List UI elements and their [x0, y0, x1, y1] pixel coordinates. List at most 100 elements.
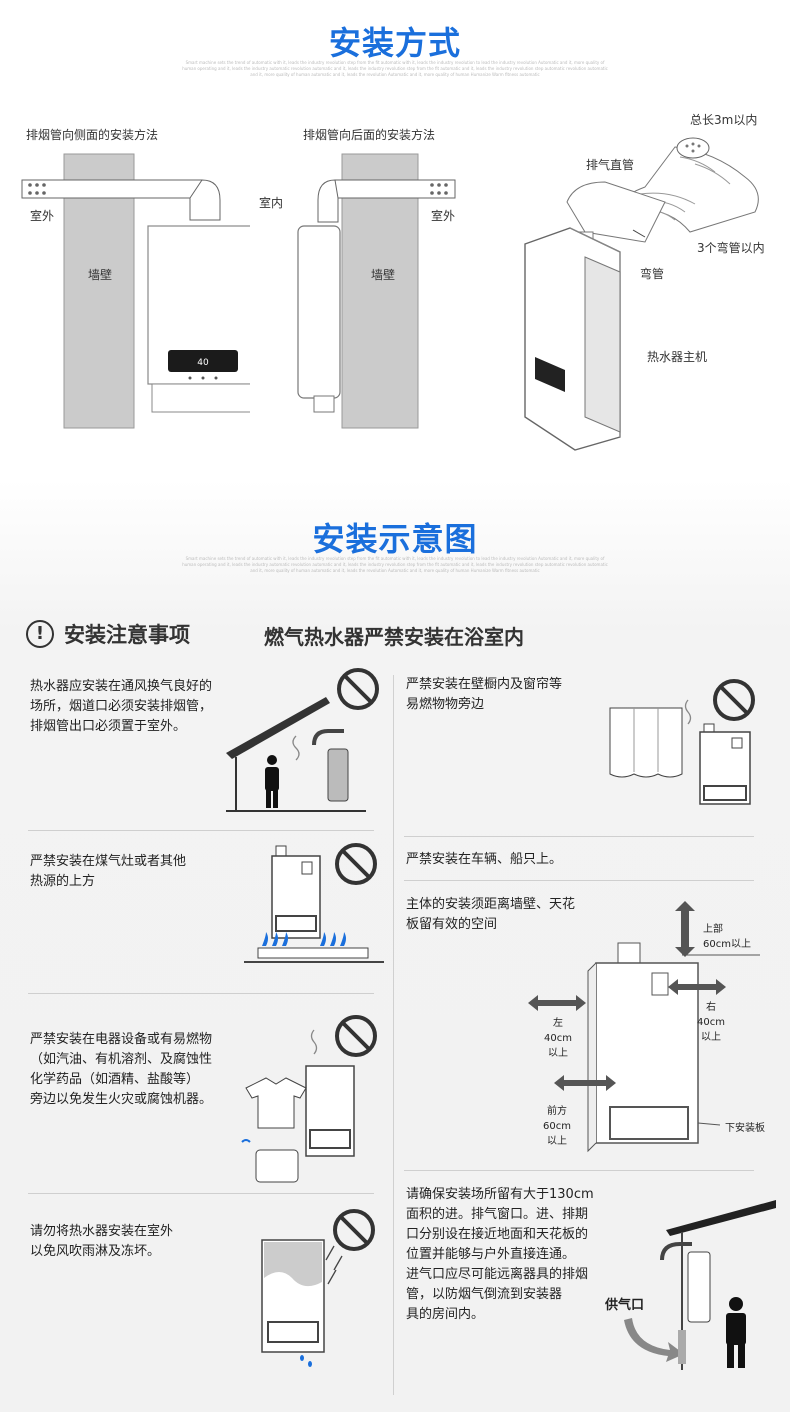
divider — [28, 993, 374, 994]
elbow-label: 弯管 — [640, 267, 665, 281]
arrow-front-icon — [554, 1075, 616, 1091]
outdoor-label-left: 室外 — [30, 209, 55, 223]
illustration-closet — [609, 679, 755, 805]
person-icon — [729, 1297, 743, 1311]
back-method-title: 排烟管向后面的安装方法 — [303, 128, 436, 142]
bottle-icon — [255, 1149, 299, 1183]
note-line: （如汽油、有机溶剂、及腐蚀性 — [30, 1052, 213, 1067]
note-line: 严禁安装在壁橱内及窗帘等 — [406, 677, 563, 692]
label-line: 以上 — [547, 1136, 567, 1147]
heater-icon — [327, 748, 349, 802]
heater-display — [168, 350, 238, 372]
caution-icon: ! — [26, 620, 54, 648]
note-outdoor: 请勿将热水器安装在室外 以免风吹雨淋及冻坏。 — [30, 1222, 173, 1262]
divider — [404, 880, 754, 881]
clearance-front-label: 前方 60cm 以上 — [540, 1104, 574, 1149]
bathroom-warning: 燃气热水器严禁安装在浴室内 — [264, 625, 524, 649]
divider — [28, 830, 374, 831]
divider — [28, 1193, 374, 1194]
wall-label-left: 墙壁 — [88, 268, 113, 282]
back-installation-diagram — [297, 153, 456, 429]
water-heater-side — [297, 225, 341, 399]
curtain-icon — [609, 707, 683, 778]
divider — [404, 836, 754, 837]
divider — [404, 1170, 754, 1171]
note-line: 管，以防烟气倒流到安装器 — [406, 1287, 563, 1302]
note-line: 面积的进。排气窗口。进、排期 — [406, 1207, 589, 1222]
note-flammable: 严禁安装在电器设备或有易燃物 （如汽油、有机溶剂、及腐蚀性 化学药品（如酒精、盐… — [30, 1030, 212, 1110]
prohibit-icon — [337, 668, 379, 710]
exhaust-pipe-label: 排气直管 — [586, 158, 635, 172]
section-title-installation-method: 安装方式 — [328, 24, 461, 62]
side-installation-diagram: 40 — [21, 153, 250, 429]
total-length-label: 总长3m以内 — [690, 113, 758, 127]
pipe-outlet — [676, 137, 710, 159]
prohibit-icon — [335, 1015, 377, 1057]
note-ventilation: 热水器应安装在通风换气良好的 场所，烟道口必须安装排烟管， 排烟管出口必须置于室… — [30, 677, 212, 737]
note-stove: 严禁安装在煤气灶或者其他 热源的上方 — [30, 852, 186, 892]
prohibit-icon — [333, 1209, 375, 1251]
air-supply-label: 供气口 — [605, 1298, 645, 1313]
note-line: 口分别设在接近地面和天花板的 — [406, 1227, 589, 1242]
note-line: 化学药品（如酒精、盐酸等） — [30, 1072, 200, 1087]
side-method-title: 排烟管向侧面的安装方法 — [26, 128, 159, 142]
decorative-fine-text: Smart machine sets the trend of automati… — [182, 60, 608, 77]
elbow-pipe — [189, 179, 221, 221]
note-line: 板留有效的空间 — [406, 917, 498, 932]
arrow-right-icon — [668, 979, 726, 995]
elbow-count-label: 3个弯管以内 — [697, 241, 765, 255]
label-line: 前方 — [547, 1106, 567, 1117]
illustration-air-supply — [624, 1200, 776, 1370]
clearance-right-label: 右 40cm 以上 — [694, 1000, 728, 1045]
illustration-outdoor — [261, 1209, 375, 1367]
label-line: 40cm — [697, 1017, 725, 1028]
label-line: 上部 — [703, 924, 723, 935]
note-line: 场所，烟道口必须安装排烟管， — [30, 699, 213, 714]
arrow-left-icon — [528, 995, 586, 1011]
heater-main-label: 热水器主机 — [647, 350, 708, 364]
wall-label-right: 墙壁 — [371, 268, 396, 282]
note-line: 进气口应尽可能远离器具的排烟 — [406, 1267, 589, 1282]
note-line: 具的房间内。 — [406, 1307, 485, 1322]
note-line: 严禁安装在车辆、船只上。 — [406, 852, 563, 867]
roof — [226, 697, 330, 759]
heater-icon — [687, 1251, 711, 1323]
illustration-ventilation — [226, 668, 379, 812]
wall-shape — [63, 153, 135, 429]
roof — [666, 1200, 776, 1236]
note-line: 请确保安装场所留有大于130cm — [406, 1187, 594, 1202]
note-line: 主体的安装须距离墙壁、天花 — [406, 897, 576, 912]
label-line: 以上 — [548, 1048, 568, 1059]
label-line: 40cm — [544, 1033, 572, 1044]
installation-notes-section — [0, 480, 790, 1412]
label-line: 60cm以上 — [703, 939, 751, 950]
note-line: 位置并能够与户外直接连通。 — [406, 1247, 576, 1262]
label-line: 左 — [553, 1018, 563, 1029]
outdoor-label-right: 室外 — [431, 209, 456, 223]
arrow-up-icon — [675, 901, 695, 957]
shirt-icon — [245, 1077, 307, 1129]
flue-pipe — [21, 179, 203, 199]
clearance-top-label: 上部 60cm以上 — [703, 922, 751, 952]
heater-3d-diagram — [524, 137, 759, 451]
note-vehicle: 严禁安装在车辆、船只上。 — [406, 850, 562, 870]
stove-icon — [257, 947, 369, 959]
label-line: 右 — [706, 1002, 716, 1013]
note-closet: 严禁安装在壁橱内及窗帘等 易燃物物旁边 — [406, 675, 562, 715]
note-air-supply: 请确保安装场所留有大于130cm 面积的进。排气窗口。进、排期 口分别设在接近地… — [406, 1185, 594, 1325]
note-line: 请勿将热水器安装在室外 — [30, 1224, 174, 1239]
heater-display-3d — [535, 357, 565, 392]
note-line: 排烟管出口必须置于室外。 — [30, 719, 187, 734]
wall-shape — [341, 153, 419, 429]
elbow-pipe — [317, 179, 339, 223]
caution-title: 安装注意事项 — [64, 623, 190, 647]
note-line: 严禁安装在煤气灶或者其他 — [30, 854, 187, 869]
decorative-fine-text-2: Smart machine sets the trend of automati… — [182, 556, 608, 573]
note-line: 严禁安装在电器设备或有易燃物 — [30, 1032, 213, 1047]
indoor-label: 室内 — [259, 196, 284, 210]
note-line: 易燃物物旁边 — [406, 697, 485, 712]
clearance-left-label: 左 40cm 以上 — [543, 1016, 573, 1061]
note-line: 热水器应安装在通风换气良好的 — [30, 679, 213, 694]
illustration-flammable — [241, 1015, 377, 1183]
heater-front — [584, 256, 621, 433]
